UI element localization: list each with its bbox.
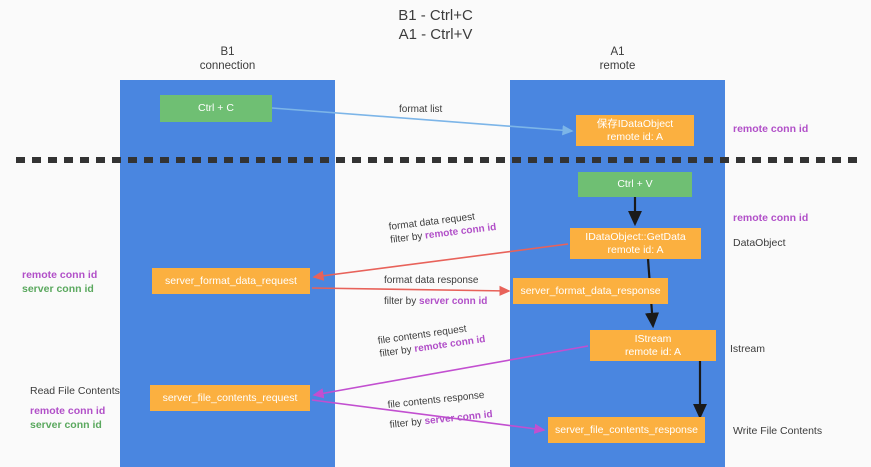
node-istream-line1: IStream [634,332,672,345]
edge-label-file-contents-response-line1: file contents response [387,389,486,411]
node-istream[interactable]: IStream remote id: A [590,330,716,361]
node-server-file-contents-response-label: server_file_contents_response [554,423,698,436]
node-server-format-data-response[interactable]: server_format_data_response [513,278,668,304]
annotation-left-conn-ids: remote conn id server conn id [22,268,97,296]
edge-label-format-data-response-line2: filter by server conn id [384,295,487,308]
annotation-left-remote-conn-id: remote conn id [22,269,98,281]
node-idataobject-line1: 保存IDataObject [596,117,674,130]
edge-label-format-list: format list [399,103,442,116]
edge-label-file-contents-response-line2: filter by server conn id [389,408,493,432]
node-server-format-data-response-label: server_format_data_response [520,284,661,297]
annotation-remote-conn-id-top: remote conn id [733,123,809,135]
node-idataobject-getdata[interactable]: IDataObject::GetData remote id: A [570,228,701,259]
node-ctrl-c-label: Ctrl + C [198,102,234,114]
filter-by-prefix-2: filter by [384,296,420,307]
node-server-file-contents-response[interactable]: server_file_contents_response [548,417,705,443]
node-getdata-line1: IDataObject::GetData [585,230,686,243]
node-ctrl-c[interactable]: Ctrl + C [160,95,272,122]
edge-label-format-data-request: format data request filter by remote con… [388,208,497,247]
filter-by-prefix: filter by [389,230,426,246]
annotation-write-file-contents: Write File Contents [733,425,823,437]
filter-by-prefix-4: filter by [389,416,426,431]
node-istream-line2: remote id: A [624,345,682,358]
node-ctrl-v-label: Ctrl + V [617,178,653,190]
filter-key-server-conn-id: server conn id [419,296,488,307]
node-ctrl-v[interactable]: Ctrl + V [578,172,692,197]
swimlane-header-a1: A1 remote [599,46,636,72]
node-server-file-contents-request[interactable]: server_file_contents_request [150,385,310,411]
annotation-left-server-conn-id-2: server conn id [30,419,102,431]
annotation-read-file-contents: Read File Contents [30,385,120,397]
annotation-dataobject: DataObject [733,237,786,249]
annotation-left-read-file-contents-group: Read File Contents remote conn id server… [30,384,120,432]
filter-key-server-conn-id-2: server conn id [424,409,494,428]
annotation-remote-conn-id-mid: remote conn id [733,212,809,224]
annotation-left-remote-conn-id-2: remote conn id [30,405,106,417]
node-server-format-data-request[interactable]: server_format_data_request [152,268,310,294]
filter-by-prefix-3: filter by [378,343,416,360]
annotation-istream: Istream [730,343,766,355]
node-getdata-line2: remote id: A [607,243,664,256]
edge-label-format-list-line1: format list [399,104,443,115]
node-idataobject[interactable]: 保存IDataObject remote id: A [576,115,694,146]
node-idataobject-line2: remote id: A [606,130,664,143]
swimlane-header-b1: B1 connection [199,46,256,72]
edge-label-format-data-response: format data response filter by server co… [384,274,487,308]
page-title: B1 - Ctrl+C A1 - Ctrl+V [398,7,473,43]
node-server-file-contents-request-label: server_file_contents_request [162,391,298,404]
edge-label-file-contents-request: file contents request filter by remote c… [377,320,486,361]
edge-label-format-data-response-line1: format data response [384,275,479,286]
node-server-format-data-request-label: server_format_data_request [165,274,297,287]
edge-label-file-contents-response: file contents response filter by server … [387,388,493,432]
annotation-left-server-conn-id: server conn id [22,283,94,295]
